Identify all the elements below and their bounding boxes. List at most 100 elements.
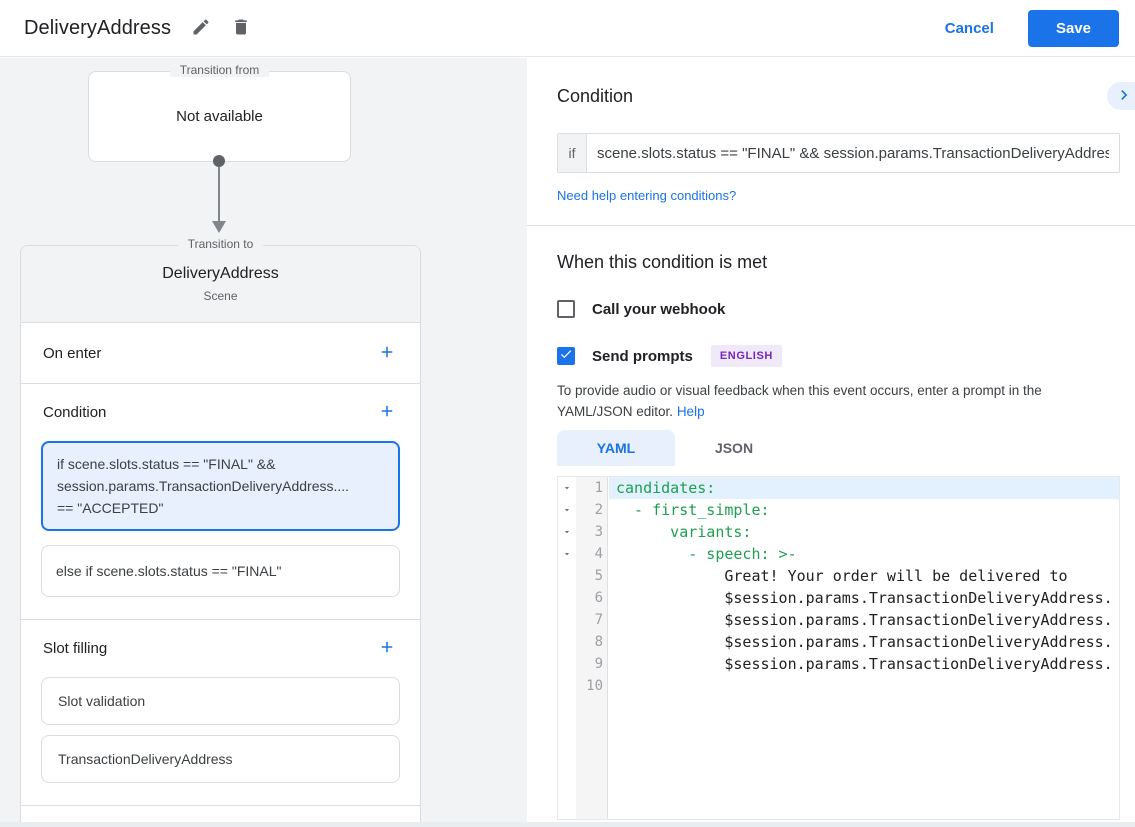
condition-card-else[interactable]: else if scene.slots.status == "FINAL" [41, 545, 400, 597]
fold-toggle[interactable] [558, 499, 576, 521]
condition-card-selected[interactable]: if scene.slots.status == "FINAL" && sess… [41, 441, 400, 531]
code-text: - speech: >- [616, 545, 797, 563]
condition-help-link[interactable]: Need help entering conditions? [557, 188, 737, 203]
slot-filling-section: Slot filling Slot validation Transaction… [21, 620, 420, 806]
editor-line: 4 - speech: >- [558, 543, 1119, 565]
transition-to-card: Transition to DeliveryAddress Scene On e… [20, 237, 421, 827]
tab-json[interactable]: JSON [714, 440, 754, 456]
call-webhook-checkbox[interactable] [557, 300, 575, 318]
app-bar: DeliveryAddress Cancel Save [0, 0, 1135, 57]
add-condition-button[interactable] [376, 400, 398, 425]
condition-expression-row: if [557, 133, 1120, 173]
tab-yaml[interactable]: YAML [557, 430, 675, 466]
panel-title: Condition [557, 86, 634, 106]
fold-toggle[interactable] [558, 477, 576, 499]
save-button[interactable]: Save [1027, 9, 1119, 47]
connector-line [218, 167, 220, 221]
connector-dot [213, 155, 225, 167]
transition-from-box: Transition from Not available [88, 63, 351, 162]
transition-from-legend: Transition from [169, 63, 270, 77]
line-number: 9 [594, 656, 603, 672]
when-condition-met-title: When this condition is met [557, 252, 768, 272]
code-text [609, 675, 1119, 697]
cancel-button[interactable]: Cancel [929, 12, 1010, 45]
condition-detail-panel: Condition if Need help entering conditio… [527, 58, 1135, 827]
scene-graph-canvas: Transition from Not available Transition… [0, 58, 527, 827]
editor-line: 2 - first_simple: [558, 499, 1119, 521]
fold-toggle[interactable] [558, 543, 576, 565]
chevron-right-icon [1107, 85, 1134, 108]
plus-icon [378, 638, 396, 659]
code-text: candidates: [609, 477, 1119, 499]
editor-line: 10 [558, 675, 1119, 697]
scene-name: DeliveryAddress [162, 265, 279, 282]
slot-card[interactable]: TransactionDeliveryAddress [41, 735, 400, 783]
code-text: - first_simple: [616, 501, 770, 519]
plus-icon [378, 343, 396, 364]
pencil-icon [191, 17, 211, 40]
condition-expression-input[interactable] [587, 134, 1119, 172]
fold-toggle [558, 653, 576, 675]
code-text: $session.params.TransactionDeliveryAddre… [616, 589, 1113, 607]
arrow-down-icon [212, 221, 226, 233]
scene-type-label: Scene [203, 289, 238, 303]
editor-format-tabs: YAML JSON [557, 430, 1120, 466]
trash-icon [231, 17, 251, 40]
line-number: 5 [594, 568, 603, 584]
bottom-scroll-strip [0, 822, 1135, 827]
prompts-help-link[interactable]: Help [676, 404, 705, 419]
editor-line: 7 $session.params.TransactionDeliveryAdd… [558, 609, 1119, 631]
code-text: variants: [616, 523, 752, 541]
fold-toggle [558, 565, 576, 587]
condition-line: session.params.TransactionDeliveryAddres… [57, 478, 350, 494]
add-on-enter-button[interactable] [376, 341, 398, 366]
add-slot-button[interactable] [376, 636, 398, 661]
send-prompts-row: Send prompts ENGLISH [557, 345, 1120, 367]
webhook-row: Call your webhook [557, 300, 1120, 318]
section-divider [527, 225, 1135, 226]
code-text: $session.params.TransactionDeliveryAddre… [616, 611, 1113, 629]
send-prompts-label: Send prompts [592, 347, 693, 365]
line-number: 10 [586, 678, 603, 694]
transition-from-value: Not available [176, 108, 263, 125]
if-prefix-label: if [558, 134, 587, 172]
line-number: 2 [594, 502, 603, 518]
edit-title-button[interactable] [185, 11, 217, 46]
plus-icon [378, 402, 396, 423]
line-number: 7 [594, 612, 603, 628]
prompt-code-editor[interactable]: 1 candidates: 2 - first_simple: 3 varian… [557, 476, 1120, 820]
editor-line: 1 candidates: [558, 477, 1119, 499]
condition-line: == "ACCEPTED" [57, 500, 164, 516]
slot-validation-card[interactable]: Slot validation [41, 677, 400, 725]
page-title: DeliveryAddress [24, 16, 172, 39]
transition-to-legend: Transition to [177, 237, 264, 251]
call-webhook-label: Call your webhook [592, 300, 726, 318]
fold-toggle[interactable] [558, 521, 576, 543]
on-enter-label: On enter [43, 344, 102, 362]
code-text: Great! Your order will be delivered to [616, 567, 1068, 585]
delete-scene-button[interactable] [225, 11, 257, 46]
code-text: $session.params.TransactionDeliveryAddre… [616, 655, 1113, 673]
send-prompts-checkbox[interactable] [557, 347, 575, 365]
fold-toggle [558, 675, 576, 697]
language-badge: ENGLISH [710, 345, 782, 367]
editor-line: 5 Great! Your order will be delivered to [558, 565, 1119, 587]
fold-toggle [558, 587, 576, 609]
editor-line: 3 variants: [558, 521, 1119, 543]
condition-section: Condition if scene.slots.status == "FINA… [21, 384, 420, 620]
condition-line: if scene.slots.status == "FINAL" && [57, 456, 276, 472]
editor-line: 8 $session.params.TransactionDeliveryAdd… [558, 631, 1119, 653]
collapse-panel-button[interactable] [1107, 82, 1135, 110]
on-enter-row: On enter [21, 323, 420, 384]
editor-line: 9 $session.params.TransactionDeliveryAdd… [558, 653, 1119, 675]
checkmark-icon [559, 347, 573, 366]
prompts-description: To provide audio or visual feedback when… [557, 380, 1120, 422]
prompts-description-text: To provide audio or visual feedback when… [557, 383, 1042, 419]
scene-card-header: DeliveryAddress Scene [21, 246, 420, 323]
line-number: 3 [594, 524, 603, 540]
line-number: 8 [594, 634, 603, 650]
fold-toggle [558, 609, 576, 631]
slot-filling-label: Slot filling [43, 640, 108, 657]
code-text: $session.params.TransactionDeliveryAddre… [616, 633, 1113, 651]
fold-toggle [558, 631, 576, 653]
